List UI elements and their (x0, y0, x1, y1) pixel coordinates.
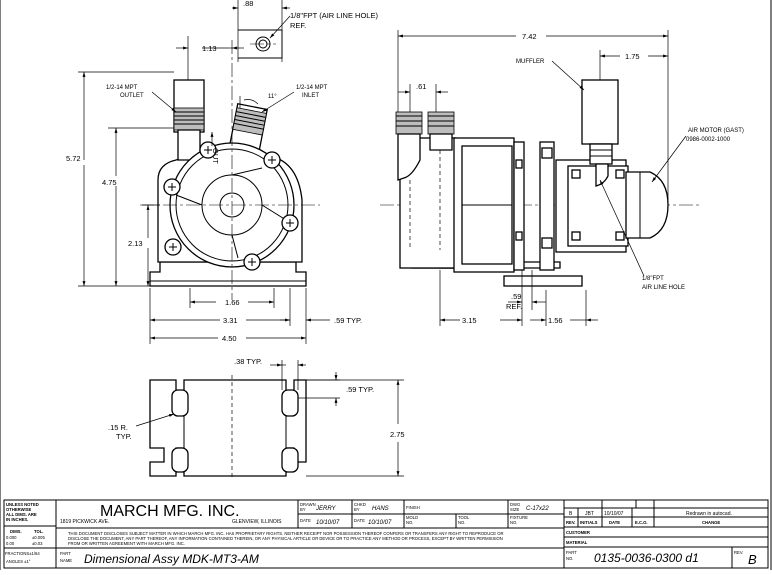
dwg-size-label-1: DWG (510, 502, 520, 507)
mold-label-2: NO. (406, 520, 413, 525)
outlet-callout-2: OUTLET (120, 93, 144, 99)
dim-slot-width: .38 TYP. (234, 357, 262, 366)
fixture-label-2: NO. (510, 520, 517, 525)
dim-overall-height: 5.72 (66, 154, 81, 163)
dim-slot-depth: .59 TYP. (346, 385, 374, 394)
tol-row1-tol: ±0.005 (32, 535, 45, 540)
company-name: MARCH MFG. INC. (100, 503, 240, 520)
title-block: UNLESS NOTED OTHERWISE ALL DIMS. ARE IN … (3, 499, 769, 569)
dim-base-to-center: 3.15 (462, 316, 477, 325)
part-number: 0135-0036-0300 d1 (594, 551, 699, 565)
dim-base-inner: 3.31 (223, 316, 238, 325)
drawn-by: JERRY (315, 506, 336, 512)
dim-port-width: .61 (416, 82, 426, 91)
bolt-icon (163, 141, 299, 271)
notice-line-1: THIS DOCUMENT DISCLOSES SUBJECT MATTER I… (68, 531, 503, 536)
tol-heading-4: IN INCHES. (6, 517, 28, 522)
air-hole-label: 1/8"FPT (AIR LINE HOLE) (290, 11, 378, 20)
notice-line-2: DISCLOSE THE DOCUMENT, ANY PART THEREOF,… (68, 536, 503, 541)
tol-heading-2: OTHERWISE (6, 507, 31, 512)
rev-value: B (748, 552, 757, 567)
tol-row2-dim: 0.00 (6, 541, 15, 546)
notice-line-3: FROM OR WRITTEN AGREEMENT WITH MARCH MFG… (68, 541, 185, 546)
chkd-by-label-2: BY (354, 507, 360, 512)
company-city: GLENVIEW, ILLINOIS (232, 519, 282, 525)
drawn-by-label-2: BY (300, 507, 306, 512)
rev-header-initials: INITIALS (580, 520, 598, 525)
rev-header-change: CHANGE (702, 520, 720, 525)
rev-letter: B (569, 511, 573, 517)
inlet-callout-1: 1/2-14 MPT (296, 85, 328, 91)
chkd-date: 10/10/07 (368, 520, 392, 526)
dim-center-height: 2.13 (128, 239, 143, 248)
dim-depth: 2.75 (390, 430, 405, 439)
part-no-label-2: NO. (566, 556, 573, 561)
dim-outlet-offset: 1.13 (202, 44, 217, 53)
rev-label: REV. (734, 550, 743, 555)
dwg-size: C-17x22 (526, 506, 549, 512)
tol-heading-1: UNLESS NOTED (6, 502, 39, 507)
tol-heading-3: ALL DIMS. ARE (6, 512, 37, 517)
part-no-label-1: PART (566, 550, 577, 555)
dim-slot: .59 TYP. (334, 316, 362, 325)
chkd-date-label: DATE (354, 518, 365, 523)
tol-fractions: FRACTIONS±1/64 (5, 551, 40, 556)
dim-center-inlet: 4.75 (102, 178, 117, 187)
outlet-callout-1: 1/2-14 MPT (106, 85, 138, 91)
dim-overall-length: 7.42 (522, 32, 537, 41)
rev-header-date: DATE (609, 520, 620, 525)
front-view: OUT .88 1/8"FPT (AIR LINE HOLE) REF. 1.1… (66, 0, 378, 344)
tool-label-2: NO. (458, 520, 465, 525)
rev-initials: JBT (585, 511, 594, 517)
rev-header-eco: E.C.O. (635, 520, 648, 525)
customer-label: CUSTOMER (566, 530, 590, 535)
base-view: .38 TYP. .59 TYP. .15 R. TYP. 2.75 (108, 357, 405, 480)
dwg-size-label-2: SIZE (510, 507, 520, 512)
muffler-label: MUFFLER (516, 59, 545, 65)
air-line-hole-label: AIR LINE HOLE (642, 285, 685, 291)
rev-date: 10/10/07 (604, 511, 624, 517)
rev-change: Redrawn in autocad. (686, 511, 732, 517)
dim-ref: .59 (511, 292, 521, 301)
flow-arrow-label: OUT (211, 148, 220, 164)
tol-row2-tol: ±0.03 (32, 541, 43, 546)
rev-header-rev: REV. (566, 520, 575, 525)
dim-ref-label: REF. (506, 302, 522, 311)
part-name: Dimensional Assy MDK-MT3-AM (84, 552, 259, 566)
tool-label-1: TOOL (458, 515, 470, 520)
part-name-label-2: NAME (60, 558, 72, 563)
mold-label-1: MOLD (406, 515, 418, 520)
dim-radius: .15 R. (108, 423, 128, 432)
dim-radius-typ: TYP. (116, 432, 132, 441)
air-hole-ref: REF. (290, 21, 306, 30)
company-address: 1819 PICKWICK AVE. (60, 519, 109, 525)
tol-row1-dim: 0.000 (6, 535, 17, 540)
tol-col-dims: DIMS. (10, 529, 22, 534)
part-name-label-1: PART (60, 551, 71, 556)
material-label: MATERIAL (566, 540, 588, 545)
dim-motor-foot: 1.56 (548, 316, 563, 325)
drawn-date-label: DATE (300, 518, 311, 523)
chkd-by: HANS (372, 506, 389, 512)
dim-muffler-offset: 1.75 (625, 52, 640, 61)
dim-bolt-spacing: 1.66 (225, 298, 240, 307)
side-view: MUFFLER 7.42 1.75 .61 AIR MOTOR (GAST) 0… (380, 30, 744, 326)
air-hole-dim: .88 (243, 0, 253, 8)
dim-base-width: 4.50 (222, 334, 237, 343)
drawn-date: 10/10/07 (316, 520, 340, 526)
inlet-callout-2: INLET (302, 93, 319, 99)
fixture-label-1: FIXTURE (510, 515, 528, 520)
tol-col-tol: TOL. (34, 529, 43, 534)
drawn-by-label-1: DRAWN (300, 502, 316, 507)
dim-angle: 11° (268, 94, 277, 100)
air-motor-label: AIR MOTOR (GAST) (688, 128, 744, 134)
finish-label: FINISH (406, 505, 420, 510)
air-motor-partno: 0986-0002-1000 (686, 137, 731, 143)
tol-angles: ANGLES ±1° (6, 559, 31, 564)
air-line-label: 1/8"FPT (642, 276, 664, 282)
chkd-by-label-1: CHKD (354, 502, 366, 507)
